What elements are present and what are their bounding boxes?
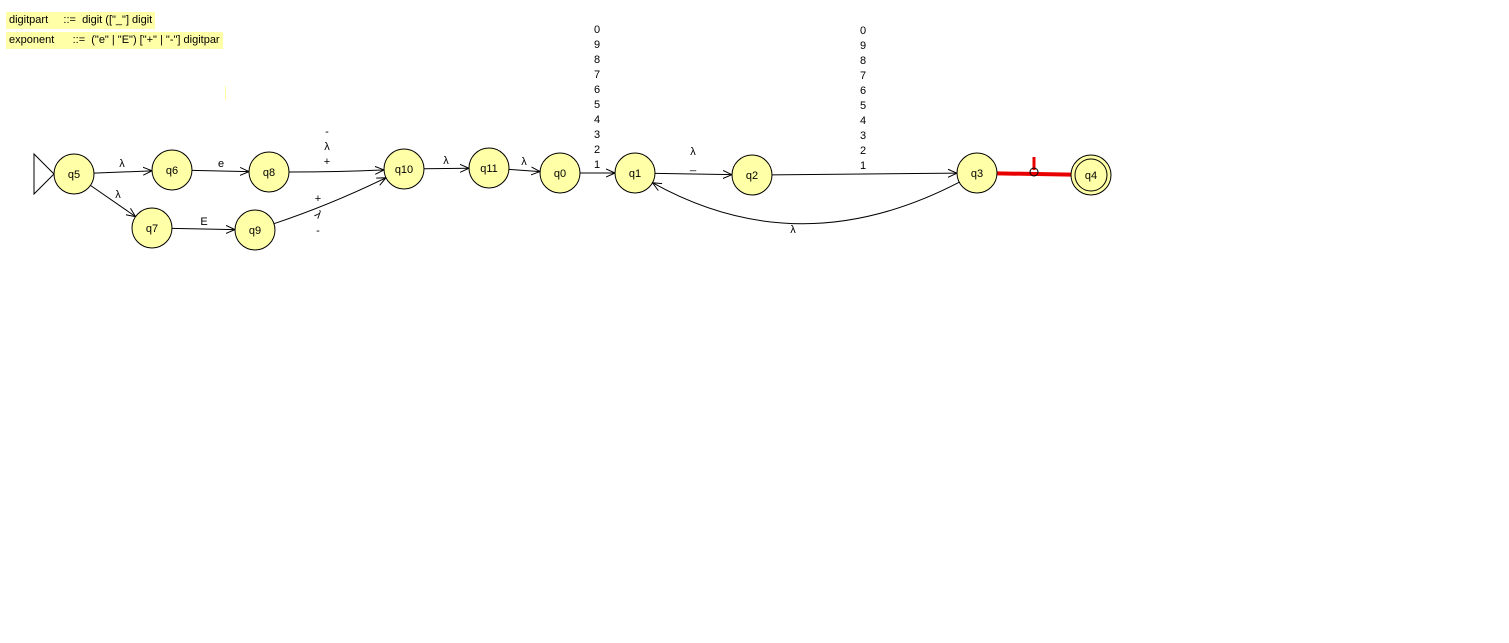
state-label: q9 xyxy=(249,225,261,237)
transition-label: 6 xyxy=(594,84,600,96)
state-q8[interactable]: q8 xyxy=(248,151,290,193)
transition-label: e xyxy=(218,158,224,170)
state-circle[interactable] xyxy=(731,154,773,196)
transition-label: λ xyxy=(115,189,121,201)
transition-label: λ xyxy=(119,158,125,170)
state-q0[interactable]: q0 xyxy=(539,152,581,194)
initial-state-arrow xyxy=(33,152,55,196)
state-circle[interactable] xyxy=(53,153,95,195)
state-q4[interactable]: q4 xyxy=(1070,154,1112,196)
transition-label: 4 xyxy=(594,114,600,126)
state-q9[interactable]: q9 xyxy=(234,209,276,251)
transition-label: λ xyxy=(521,156,527,168)
edge-q9-q10[interactable] xyxy=(273,178,386,225)
transition-label: 3 xyxy=(860,130,866,142)
transition-label: - xyxy=(316,225,320,237)
grammar-note-digitpart[interactable]: digitpart ::= digit (["_"] digit xyxy=(6,12,156,29)
transition-label: 2 xyxy=(860,145,866,157)
transition-label: λ xyxy=(443,155,449,167)
transition-label: 2 xyxy=(594,144,600,156)
transition-label: 0 xyxy=(594,24,600,36)
transition-label: 3 xyxy=(594,129,600,141)
state-circle[interactable] xyxy=(383,148,425,190)
edge-handle-circle[interactable] xyxy=(1029,167,1039,177)
state-q2[interactable]: q2 xyxy=(731,154,773,196)
empty-note-cursor xyxy=(225,86,226,100)
transition-label: λ xyxy=(324,141,330,153)
state-label: q10 xyxy=(395,164,413,176)
edge-q2-q3[interactable] xyxy=(771,173,957,175)
state-label: q2 xyxy=(746,170,758,182)
transition-label: + xyxy=(315,193,321,205)
transition-label: 5 xyxy=(594,99,600,111)
transition-label: + xyxy=(324,156,330,168)
transition-label: 7 xyxy=(860,70,866,82)
state-label: q7 xyxy=(146,223,158,235)
state-label: q0 xyxy=(554,168,566,180)
transition-label: 9 xyxy=(594,39,600,51)
state-circle[interactable] xyxy=(956,152,998,194)
state-label: q1 xyxy=(629,168,641,180)
transition-label: E xyxy=(200,216,207,228)
edge-q6-q8[interactable] xyxy=(191,170,249,171)
transition-label: 8 xyxy=(860,55,866,67)
state-q6[interactable]: q6 xyxy=(151,149,193,191)
edge-q3-q1[interactable] xyxy=(652,181,960,225)
state-circle[interactable] xyxy=(131,207,173,249)
transition-label: 0 xyxy=(860,25,866,37)
transition-label: λ xyxy=(790,224,796,236)
transition-label: λ xyxy=(690,146,696,158)
transition-label: 1 xyxy=(860,160,866,172)
edge-q10-q11[interactable] xyxy=(423,168,469,169)
state-q11[interactable]: q11 xyxy=(468,147,510,189)
state-label: q4 xyxy=(1085,170,1097,182)
state-label: q3 xyxy=(971,168,983,180)
state-circle[interactable] xyxy=(234,209,276,251)
edge-q3-q4[interactable] xyxy=(996,171,1072,177)
edge-q1-q2[interactable] xyxy=(654,173,732,174)
state-label: q8 xyxy=(263,167,275,179)
edge-q7-q9[interactable] xyxy=(171,228,235,229)
edge-q5-q7[interactable] xyxy=(90,184,135,216)
state-circle[interactable] xyxy=(539,152,581,194)
final-state-ring xyxy=(1074,158,1108,192)
edge-q5-q6[interactable] xyxy=(93,171,152,173)
state-circle[interactable] xyxy=(151,149,193,191)
transition-label: 7 xyxy=(594,69,600,81)
grammar-note-exponent[interactable]: exponent ::= ("e" | "E") ["+" | "-"] dig… xyxy=(6,32,223,49)
transition-label: 9 xyxy=(860,40,866,52)
state-q1[interactable]: q1 xyxy=(614,152,656,194)
state-circle[interactable] xyxy=(614,152,656,194)
transition-label: 1 xyxy=(594,159,600,171)
transition-label: 4 xyxy=(860,115,866,127)
state-label: q5 xyxy=(68,169,80,181)
state-q3[interactable]: q3 xyxy=(956,152,998,194)
edge-q8-q10[interactable] xyxy=(288,170,384,172)
state-label: q6 xyxy=(166,165,178,177)
transition-label: 6 xyxy=(860,85,866,97)
state-circle[interactable] xyxy=(248,151,290,193)
transition-label: λ xyxy=(312,209,324,222)
transition-label: 8 xyxy=(594,54,600,66)
edge-q11-q0[interactable] xyxy=(508,169,540,171)
state-q7[interactable]: q7 xyxy=(131,207,173,249)
state-label: q11 xyxy=(480,163,498,175)
transition-label: 5 xyxy=(860,100,866,112)
transition-label: _ xyxy=(689,160,697,172)
state-circle[interactable] xyxy=(468,147,510,189)
transition-label: - xyxy=(325,126,329,138)
state-q10[interactable]: q10 xyxy=(383,148,425,190)
state-q5[interactable]: q5 xyxy=(53,153,95,195)
